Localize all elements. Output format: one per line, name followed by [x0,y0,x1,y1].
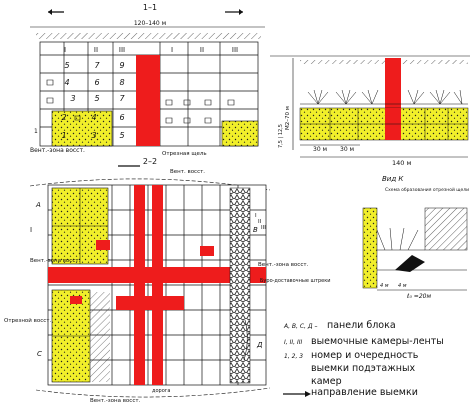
vertical-dimension: М2–70 м [285,106,291,130]
legend-text-1: панели блока [327,320,396,331]
svg-text:С: С [37,350,42,358]
vent-zone-left-label: Вент.-зона восст. [30,258,81,264]
svg-text:6: 6 [94,78,99,87]
svg-text:I: I [64,46,66,54]
svg-text:2: 2 [61,113,66,122]
dims-left: 7,5 | 12,5 [278,124,284,148]
svg-text:I: I [171,46,173,54]
svg-text:II: II [258,219,262,225]
yellow-panel-top-right [221,120,259,147]
legend-text-6: направление выемки [311,387,418,398]
legend-text-3: номер и очередность [311,350,419,361]
svg-text:А: А [35,201,41,209]
svg-text:7: 7 [119,94,125,103]
yellow-panel-top-left [51,110,113,147]
legend-key-3: 1, 2, 3 [284,353,304,360]
rock-zone [229,187,251,384]
vent-plan-label: Вент. восст. [170,169,205,175]
svg-text:Д: Д [256,341,263,349]
svg-text:5: 5 [119,131,124,140]
road-label: дорога [152,388,170,394]
svg-text:9: 9 [119,61,124,70]
svg-text:II: II [94,46,98,54]
view-k-length: ℓ₀ =20м [406,293,431,300]
ore-pillar-label: Отрезная щель [162,151,207,157]
svg-text:I: I [255,213,257,219]
pillar-ore-label: Буро-доставочные штреки [260,278,331,284]
svg-text:7: 7 [94,61,100,70]
svg-text:8: 8 [119,78,124,87]
svg-text:1: 1 [61,131,66,140]
svg-text:6: 6 [119,113,124,122]
svg-text:II: II [200,46,204,54]
view-k-sub: Схема образования отрезной щели [385,186,469,193]
svg-text:3: 3 [91,131,96,140]
svg-text:4: 4 [91,113,96,122]
red-haulage-drift [48,267,266,283]
vent-bottom-label: Вент.-зона восст. [90,398,141,404]
view-k-title: Вид К [382,175,404,183]
red-pillar-top [136,55,160,146]
section-right: М2–70 м 7,5 | 12,5 30 м 30 м 140 м [270,55,470,167]
svg-text:4 м: 4 м [398,283,407,289]
length-140: 140 м [392,159,411,167]
svg-text:3: 3 [70,94,75,103]
svg-text:5: 5 [94,94,99,103]
view-k: Вид К Схема образования отрезной щели 4 … [362,175,469,300]
svg-text:30 м: 30 м [313,146,327,153]
svg-text:4: 4 [64,78,69,87]
legend-text-2: выемочные камеры-ленты [311,336,444,347]
left-ore-label: Отрезной восст. [4,317,51,324]
vent-top-label: Вент.-зона восст. [30,147,85,154]
plan-2-2: 2–2 Вент. восст. [4,157,331,404]
svg-text:В: В [253,226,258,234]
vent-zone-right-label: Вент.-зона восст. [258,262,309,268]
section-1-1: 1–1 120–140 м I II III I II III [30,3,265,157]
legend-text-4: выемки подэтажных [311,363,416,374]
svg-text:4 м: 4 м [380,283,389,289]
legend-text-5: камер [311,376,342,387]
legend-arrow-icon [283,391,311,397]
width-dimension: 120–140 м [134,20,166,27]
svg-text:I: I [30,226,32,234]
svg-text:5: 5 [64,61,69,70]
svg-text:1: 1 [34,128,38,135]
legend-key-2: I, II, III [284,339,303,346]
section-2-2-label: 2–2 [143,157,157,166]
section-1-1-label: 1–1 [143,3,157,12]
svg-text:III: III [261,225,266,231]
legend-key-1: А, В, С, Д – [284,323,318,330]
svg-text:III: III [119,46,125,54]
svg-text:III: III [232,46,238,54]
svg-text:30 м: 30 м [340,146,354,153]
